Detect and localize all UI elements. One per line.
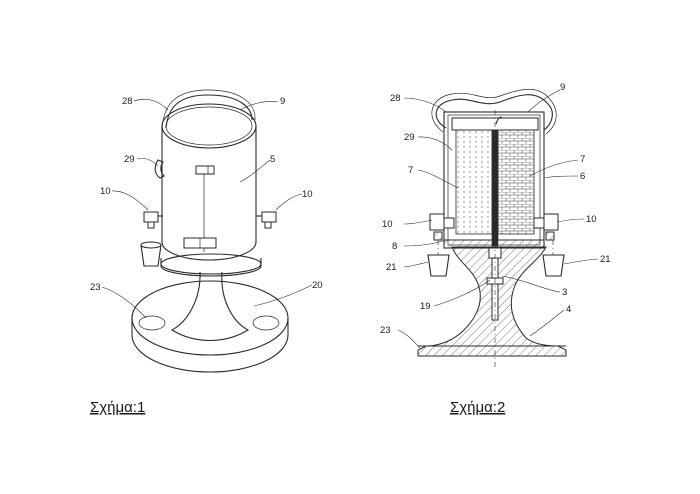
label-10-left: 10	[100, 186, 111, 197]
label-10-right: 10	[302, 189, 313, 200]
pedestal-fig1	[161, 254, 261, 341]
label-3-fig2: 3	[562, 287, 567, 298]
label-10-left-fig2: 10	[382, 219, 393, 230]
label-6-fig2: 6	[580, 171, 585, 182]
label-7-right-fig2: 7	[580, 154, 585, 165]
container-right-fig2	[498, 130, 534, 234]
fitting-29-fig1	[155, 160, 164, 178]
label-21-left-fig2: 21	[386, 262, 397, 273]
right-tap-fig2	[534, 214, 558, 240]
label-23-fig2: 23	[380, 325, 391, 336]
label-9-fig2: 9	[560, 82, 565, 93]
label-10-right-fig2: 10	[586, 214, 597, 225]
label-21-right-fig2: 21	[600, 254, 611, 265]
left-tap-fig2	[430, 214, 454, 240]
container-left-fig2	[456, 130, 492, 234]
figure-1: 28 9 29 5 10 10 23 20 Σχήμα:1	[90, 90, 323, 416]
label-23: 23	[90, 282, 101, 293]
label-20: 20	[312, 280, 323, 291]
left-cup-fig2	[428, 255, 449, 276]
label-5: 5	[270, 154, 275, 165]
right-tap-fig1	[256, 212, 276, 228]
base-plate-fig1	[132, 281, 288, 372]
left-tap-fig1	[144, 212, 163, 228]
cylinder-fig1	[162, 104, 256, 260]
label-7-left-fig2: 7	[408, 165, 413, 176]
handle-tube-fig1	[166, 95, 252, 128]
figure-1-caption: Σχήμα:1	[90, 399, 145, 416]
label-29-fig2: 29	[404, 132, 415, 143]
label-4-fig2: 4	[566, 304, 571, 315]
label-9: 9	[280, 96, 285, 107]
figure-2: 28 9 29 7 7 6 10 10 8 21 21 19 3 23 4 Σχ…	[380, 82, 611, 416]
cup-fig1	[141, 242, 161, 266]
label-28-fig2: 28	[390, 93, 401, 104]
label-29: 29	[124, 154, 135, 165]
figure-2-caption: Σχήμα:2	[450, 399, 505, 416]
label-8-fig2: 8	[392, 241, 397, 252]
label-19-fig2: 19	[420, 301, 431, 312]
right-cup-fig2	[543, 255, 564, 276]
label-28: 28	[122, 96, 133, 107]
